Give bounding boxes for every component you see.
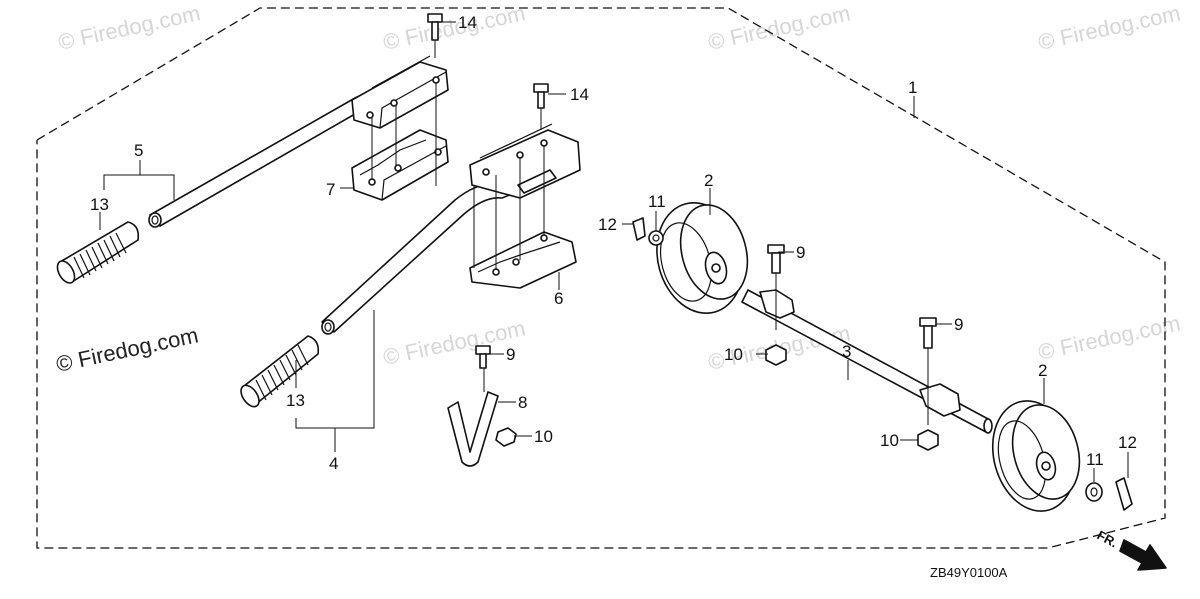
- watermark: © Firedog.com: [706, 0, 853, 55]
- callout-14-upper: 14: [458, 13, 477, 32]
- front-direction-arrow: FR.: [1095, 527, 1167, 571]
- callout-1: 1: [908, 78, 917, 97]
- watermark: © Firedog.com: [56, 0, 203, 55]
- grip-upper: [56, 221, 140, 284]
- handle-upper: [148, 93, 386, 228]
- callout-10-axle-left: 10: [724, 345, 743, 364]
- callout-13-lower: 13: [286, 391, 305, 410]
- wheel-left: [656, 202, 749, 314]
- clamp-lower-bottom: [469, 231, 577, 289]
- clamp-upper-bottom: [351, 129, 449, 201]
- callout-6: 6: [554, 289, 563, 308]
- watermark: © Firedog.com: [1036, 310, 1183, 365]
- callout-9-axle-left: 9: [796, 243, 805, 262]
- callout-2-right: 2: [1038, 361, 1047, 380]
- callout-13-upper: 13: [90, 195, 109, 214]
- pin-12-left: [632, 217, 646, 241]
- diagram-code: ZB49Y0100A: [930, 565, 1008, 580]
- bolt-14-upper: [427, 13, 443, 58]
- front-direction-label: FR.: [1095, 527, 1121, 550]
- watermark-dark: © Firedog.com: [54, 322, 201, 377]
- callout-11-left: 11: [648, 192, 666, 211]
- assembly-boundary: [36, 7, 1166, 549]
- clamp-upper-top: [351, 55, 449, 129]
- callout-9-stand: 9: [506, 345, 515, 364]
- handle-lower: [321, 177, 523, 335]
- bolt-9-axle-right: [917, 317, 939, 451]
- grip-lower: [240, 335, 320, 408]
- pin-12-right: [1115, 477, 1133, 511]
- wheel-right: [991, 400, 1081, 512]
- callout-8: 8: [518, 393, 527, 412]
- callout-12-left: 12: [598, 215, 617, 234]
- callouts: 1 2 2 3 4 5 6 7 8 9 9 9 10 10 10 11 11 1…: [90, 13, 1137, 473]
- callout-2-left: 2: [704, 171, 713, 190]
- washer-11-left: [648, 230, 664, 246]
- bolt-14-lower: [533, 83, 549, 130]
- callout-14-lower: 14: [570, 85, 589, 104]
- bolt-9-axle-left: [765, 244, 787, 366]
- callout-10-axle-right: 10: [880, 431, 899, 450]
- watermark: © Firedog.com: [1036, 0, 1183, 55]
- stand-bracket: [447, 345, 517, 467]
- leader-lines: [99, 21, 1129, 482]
- callout-7: 7: [326, 180, 335, 199]
- callout-12-right: 12: [1118, 433, 1137, 452]
- callout-4: 4: [329, 454, 338, 473]
- callout-11-right: 11: [1086, 450, 1104, 469]
- callout-10-stand: 10: [534, 427, 553, 446]
- washer-11-right: [1085, 482, 1103, 502]
- clamp-lower-top: [469, 123, 581, 199]
- callout-5: 5: [134, 141, 143, 160]
- callout-3: 3: [842, 342, 851, 361]
- callout-9-axle-right: 9: [954, 315, 963, 334]
